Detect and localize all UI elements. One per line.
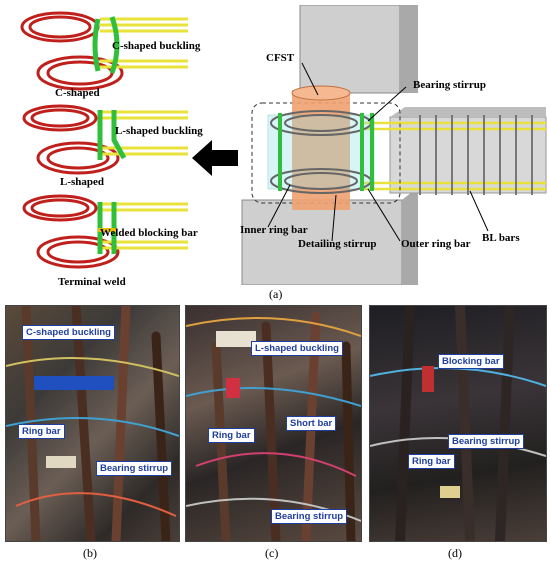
panel-d-caption: (d)	[448, 546, 462, 560]
photo-c: L-shaped buckling Ring bar Short bar Bea…	[185, 305, 362, 542]
bearing-stirrup-label: Bearing stirrup	[413, 79, 487, 91]
c-shaped-callout: C-shaped buckling	[112, 40, 201, 52]
terminal-weld-schematic	[22, 194, 188, 269]
photo-d-tag-bearing-stirrup: Bearing stirrup	[448, 434, 525, 449]
bl-bars-label: BL bars	[482, 232, 520, 244]
panel-a-caption: (a)	[269, 287, 283, 301]
photo-d-tag-blocking-bar: Blocking bar	[438, 354, 504, 369]
l-shaped-schematic	[22, 104, 188, 175]
photo-d-rebars	[370, 306, 546, 541]
photo-c-tag-bearing-stirrup: Bearing stirrup	[271, 509, 348, 524]
detailing-stirrup-label: Detailing stirrup	[298, 238, 377, 250]
terminal-weld-callout: Welded blocking bar	[100, 227, 198, 239]
c-shaped-schematic	[20, 11, 188, 91]
photo-b-tag-c-shaped-buckling: C-shaped buckling	[22, 325, 115, 340]
photo-c-tag-l-shaped-buckling: L-shaped buckling	[251, 341, 343, 356]
c-shaped-title: C-shaped	[55, 87, 100, 99]
panel-c-caption: (c)	[265, 546, 279, 560]
l-shaped-callout: L-shaped buckling	[115, 125, 203, 137]
photo-b-tag-ring-bar: Ring bar	[18, 424, 65, 439]
photo-b: C-shaped buckling Ring bar Bearing stirr…	[5, 305, 180, 542]
panel-b-caption: (b)	[83, 546, 97, 560]
buckling-schematics: C-shaped buckling C-shaped L-shaped buck…	[0, 0, 240, 290]
terminal-weld-title: Terminal weld	[58, 276, 126, 288]
photo-b-rebars	[6, 306, 179, 541]
photo-d-tag-ring-bar: Ring bar	[408, 454, 455, 469]
photo-c-tag-ring-bar: Ring bar	[208, 428, 255, 443]
cfst-label: CFST	[266, 52, 295, 64]
left-arrow-icon	[192, 140, 238, 176]
inner-ring-bar-label: Inner ring bar	[240, 224, 308, 236]
joint-3d-model	[241, 5, 547, 285]
outer-ring-bar-label: Outer ring bar	[401, 238, 471, 250]
photo-d: Blocking bar Bearing stirrup Ring bar	[369, 305, 547, 542]
l-shaped-title: L-shaped	[60, 176, 105, 188]
photo-b-tag-bearing-stirrup: Bearing stirrup	[96, 461, 173, 476]
photo-c-tag-short-bar: Short bar	[286, 416, 337, 431]
